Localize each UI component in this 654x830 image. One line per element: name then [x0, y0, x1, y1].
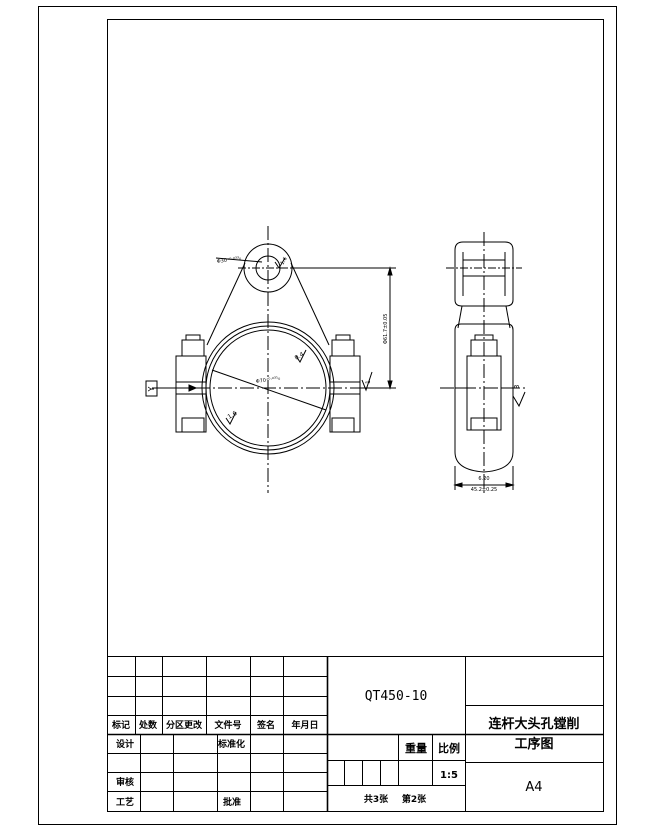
sheet-size-label: A4 [525, 780, 542, 795]
label-process: 工艺 [116, 796, 134, 808]
left-bolt-nut-top [181, 339, 205, 357]
right-bolt-nut-top-cap [335, 334, 351, 341]
front-view [145, 226, 396, 493]
outer-border [38, 6, 617, 825]
scale-header: 比例 [438, 741, 460, 755]
side-view [440, 232, 528, 496]
right-bolt-nut-bottom [331, 417, 355, 433]
view-label-box [145, 380, 158, 397]
label-date: 年月日 [291, 719, 318, 731]
left-bolt-nut-bottom [181, 417, 205, 433]
label-signature: 签名 [256, 719, 275, 731]
side-big-end [454, 323, 514, 473]
title-block [107, 656, 604, 812]
big-end-outer [201, 321, 335, 455]
side-bolt-nut-bottom [470, 417, 498, 431]
side-width-top-label: 6.20 [478, 476, 489, 482]
label-design: 设计 [116, 738, 134, 750]
label-zone: 分区更改 [166, 719, 203, 731]
small-bore-dim-label: Φ30⁺⁰·⁰³³₀ [216, 256, 241, 265]
side-small-end [454, 241, 514, 307]
left-bolt-nut-top-cap [185, 334, 201, 341]
big-bore-diameter-line [211, 369, 327, 411]
center-distance-label: Φ61.7±0.05 [383, 314, 389, 344]
small-bore-leader [215, 257, 263, 263]
roughness-symbol-bore2 [295, 349, 307, 363]
scale-value: 1:5 [440, 770, 458, 781]
small-roughness-label: 1.6 [280, 256, 289, 266]
side-roughness-symbol [512, 391, 526, 408]
big-bore-dim-label: Φ70⁺⁰·⁰³¹₀ [255, 376, 280, 385]
part-title-line2: 工序图 [514, 736, 553, 752]
label-approve: 批准 [223, 796, 241, 808]
part-title-line1: 连杆大头孔镗削 [488, 716, 579, 732]
rod-left-edge [206, 262, 246, 346]
small-end-bore [255, 255, 281, 281]
label-quantity: 处数 [138, 719, 158, 731]
roughness-symbol-right [361, 371, 373, 392]
big-end-bore [209, 329, 327, 447]
label-review: 审核 [116, 776, 134, 788]
side-width-bottom-label: 45.2±0.25 [471, 487, 497, 493]
roughness-symbol-small [274, 257, 286, 269]
side-roughness-label: 1 [365, 380, 372, 384]
weight-header: 重量 [405, 741, 427, 755]
drawing-frame [107, 19, 604, 812]
label-standardization: 标准化 [217, 738, 245, 750]
label-doc-no: 文件号 [213, 719, 241, 731]
label-mark: 标记 [111, 719, 130, 731]
rod-right-edge [290, 262, 330, 346]
bore-roughness-label: 1.6 [227, 410, 239, 421]
roughness-symbol-bore [225, 411, 237, 425]
view-label: Y [147, 386, 156, 392]
bore-roughness-label-2: 0.4 [294, 351, 306, 362]
right-bolt-nut-top [331, 339, 355, 357]
sheet-total: 共3张 [364, 793, 389, 805]
side-roughness-label: 3 [513, 385, 521, 389]
sheet-current: 第2张 [402, 793, 427, 805]
material-label: QT450-10 [365, 689, 428, 704]
